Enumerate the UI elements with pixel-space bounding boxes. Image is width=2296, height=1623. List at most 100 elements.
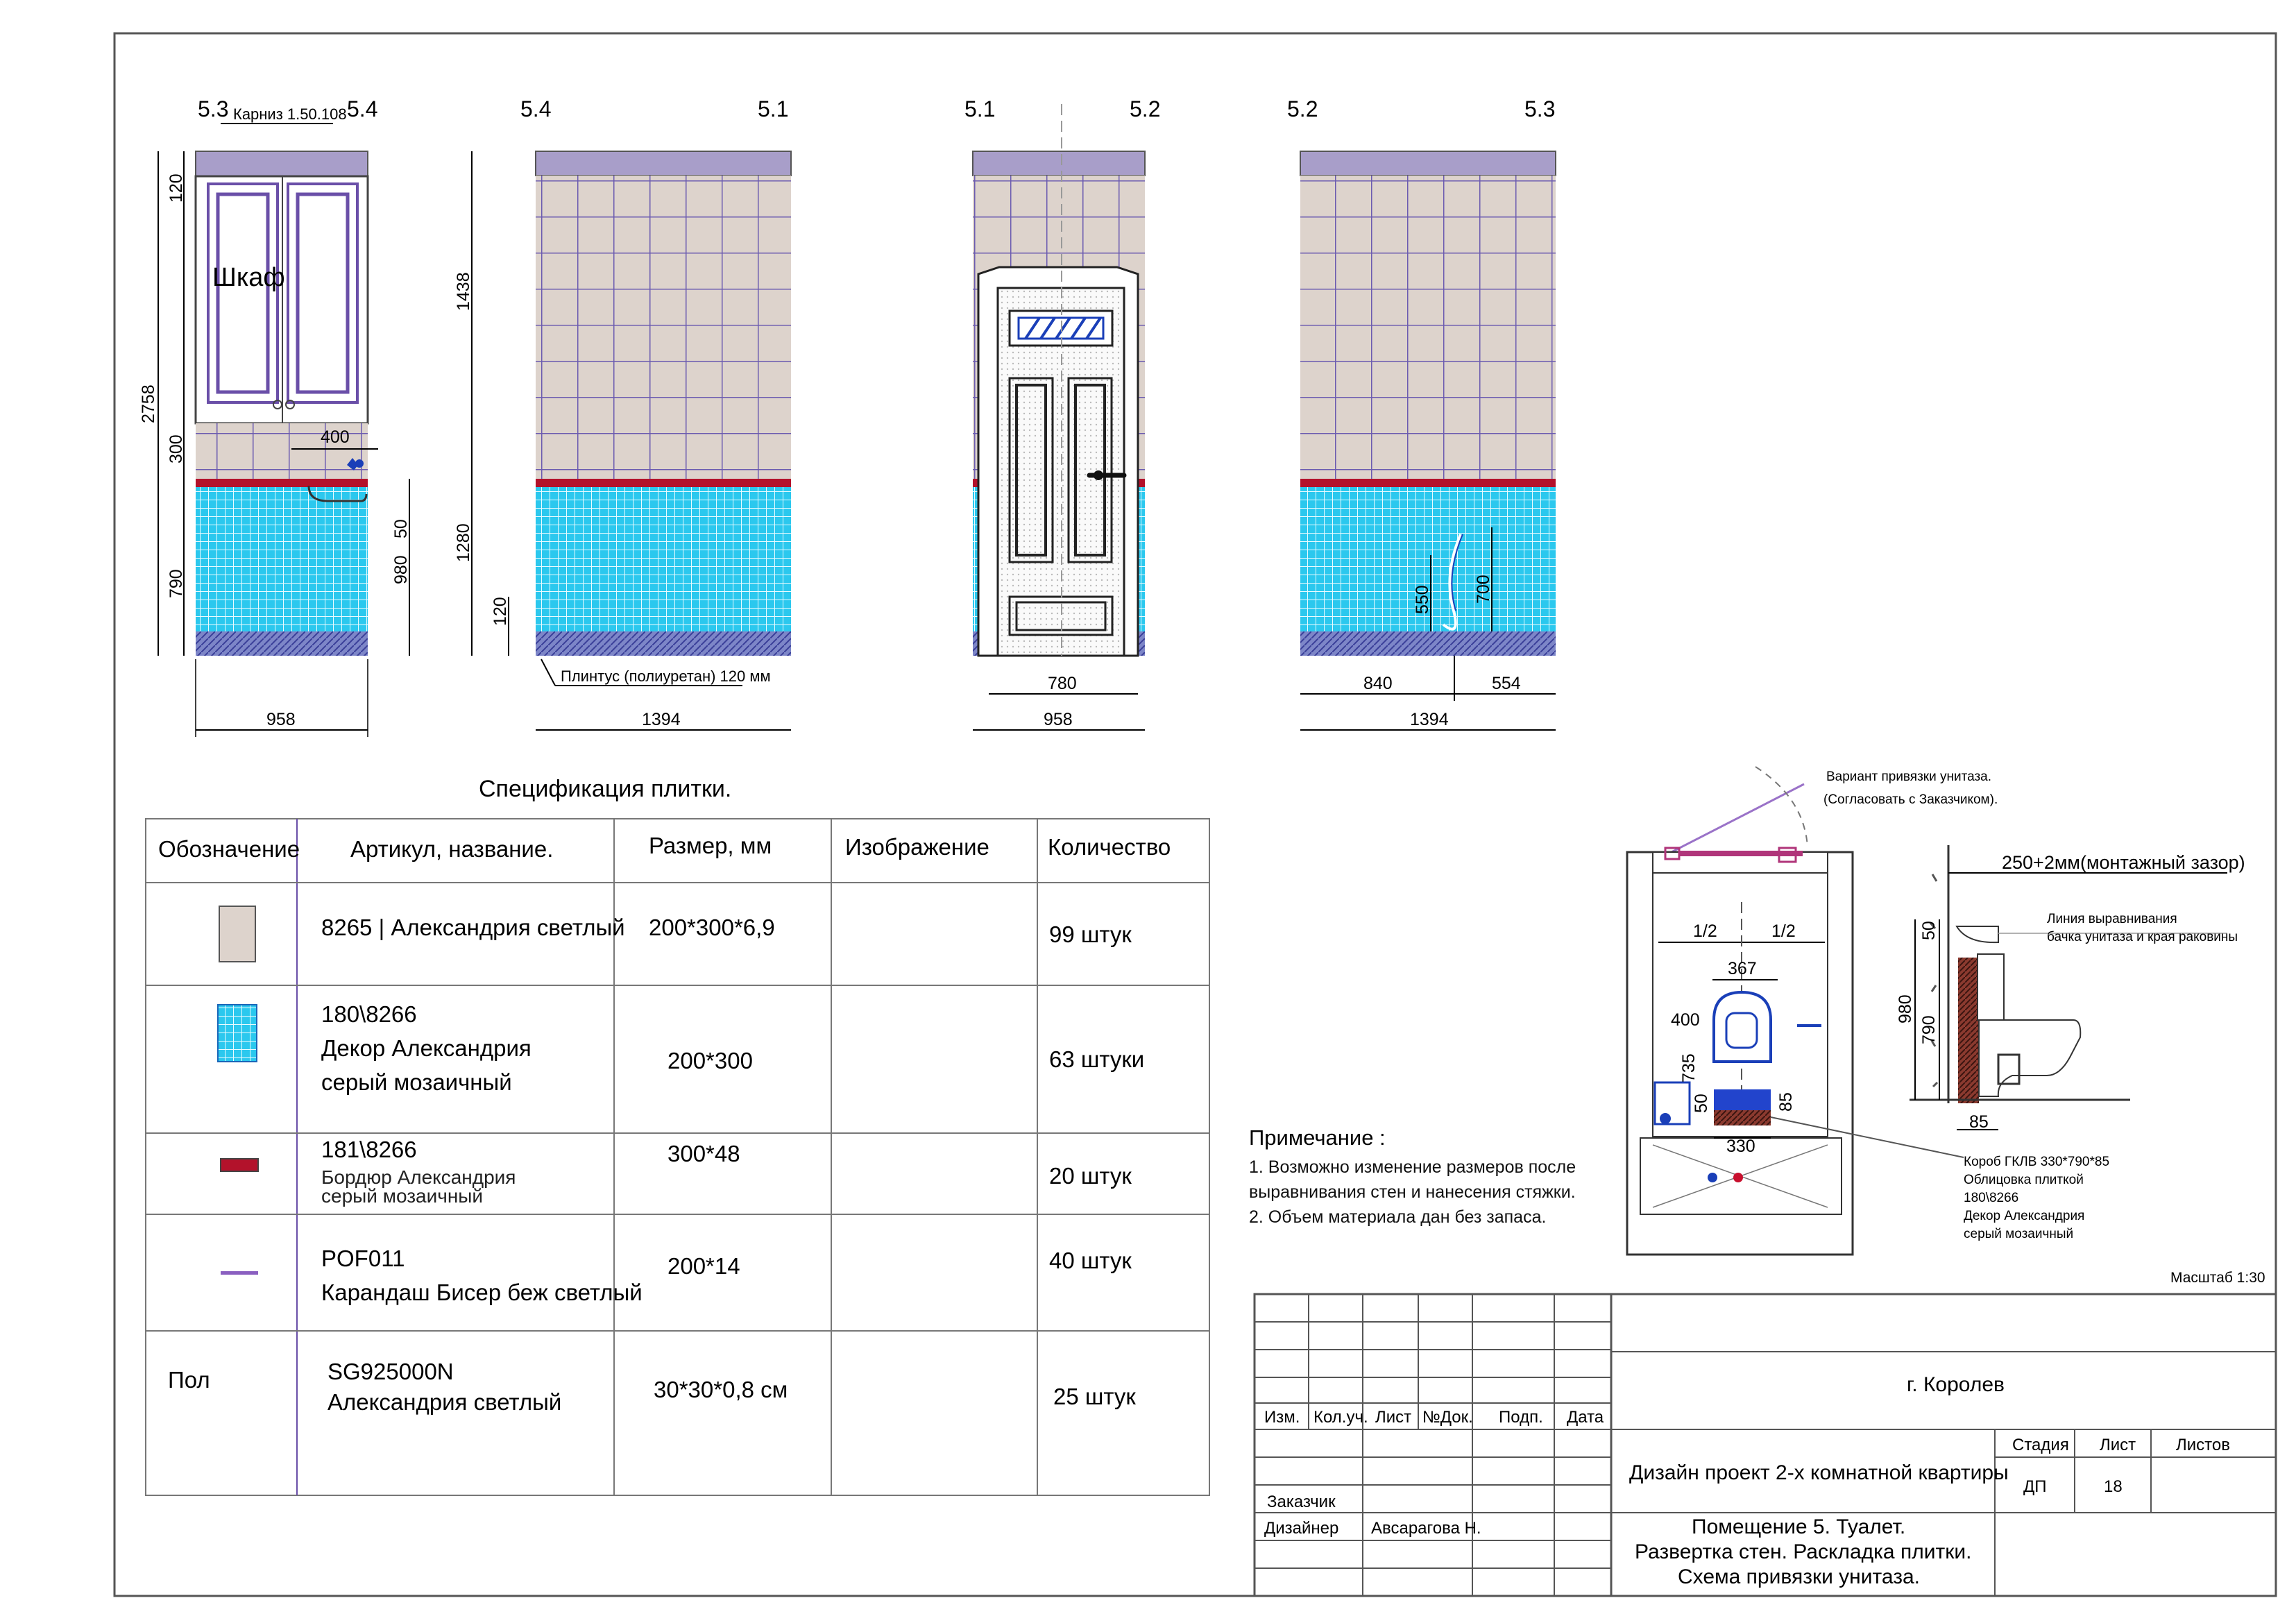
dim-1280: 1280 [454, 523, 473, 562]
dim-840: 840 [1363, 674, 1393, 693]
spec-header: Обозначение [158, 836, 300, 862]
title-block: г. Королев Изм. Кол.уч. Лист №Док. Подп.… [1253, 1293, 2277, 1597]
spec-size: 300*48 [667, 1141, 740, 1166]
gap-label: 250+2мм(монтажный зазор) [2002, 852, 2245, 873]
spec-name: 180\8266 [321, 1001, 417, 1027]
dim-120: 120 [491, 597, 510, 626]
dim-554: 554 [1492, 674, 1521, 693]
designer-label: Дизайнер [1264, 1519, 1338, 1538]
sheet-header: Лист [2100, 1436, 2136, 1454]
dim-790: 790 [1919, 1015, 1939, 1044]
note-block: Примечание : 1. Возможно изменение разме… [1249, 1125, 1576, 1227]
spec-size: 200*300*6,9 [649, 915, 775, 940]
spec-name: SG925000N [328, 1359, 454, 1384]
dim-400: 400 [321, 427, 350, 447]
scale-label: Масштаб 1:30 [2170, 1270, 2265, 1286]
dim-400: 400 [1671, 1010, 1700, 1030]
spec-qty: 63 штуки [1049, 1046, 1144, 1072]
wall-marker: 5.4 [520, 96, 551, 121]
col-list: Лист [1375, 1408, 1411, 1427]
note-line: 2. Объем материала дан без запаса. [1249, 1207, 1546, 1227]
plan-title: (Согласовать с Заказчиком). [1823, 792, 1998, 807]
spec-header: Артикул, название. [350, 836, 553, 862]
dim-120: 120 [167, 173, 186, 203]
dim-780: 780 [1048, 674, 1077, 693]
dim-958: 958 [1044, 710, 1073, 729]
elevation-wall-5-2-5-3: 5.2 5.3 550 700 840 554 1394 [1287, 96, 1556, 731]
box-note: Короб ГКЛВ 330*790*85 [1964, 1155, 2109, 1169]
spec-size: 200*14 [667, 1253, 740, 1279]
spec-size: 200*300 [667, 1048, 753, 1073]
description: Помещение 5. Туалет. [1692, 1515, 1905, 1538]
spec-title: Спецификация плитки. [479, 776, 731, 802]
col-podp: Подп. [1499, 1408, 1543, 1427]
box-note: Декор Александрия [1964, 1209, 2084, 1223]
description: Развертка стен. Раскладка плитки. [1635, 1540, 1971, 1563]
dim-half: 1/2 [1771, 921, 1796, 941]
toilet-section: 250+2мм(монтажный зазор) 50 980 790 85 Л… [1770, 845, 2265, 1286]
note-title: Примечание : [1249, 1125, 1386, 1150]
spec-name: POF011 [321, 1246, 405, 1271]
baseboard-label: Плинтус (полиуретан) 120 мм [561, 668, 771, 685]
dim-980: 980 [1896, 994, 1915, 1023]
toilet-bowl [1712, 990, 1772, 1063]
dim-550: 550 [1413, 585, 1432, 614]
col-doc: №Док. [1422, 1408, 1473, 1427]
wall-marker: 5.2 [1130, 96, 1160, 121]
dim-half: 1/2 [1693, 921, 1717, 941]
spec-name: Александрия светлый [328, 1389, 561, 1415]
spec-name: 8265 | Александрия светлый [321, 915, 625, 940]
description: Схема привязки унитаза. [1678, 1565, 1920, 1588]
mosaic-tile-swatch [217, 1004, 257, 1062]
dim-50: 50 [1692, 1094, 1711, 1113]
dim-367: 367 [1728, 959, 1757, 978]
plan-title: Вариант привязки унитаза. [1826, 770, 1991, 784]
toilet-plan: Вариант привязки унитаза. (Согласовать с… [1626, 766, 1998, 1256]
elevation-wall-5-3-5-4: 5.3 5.4 Карниз 1.50.108 Шкаф 120 2758 30… [139, 96, 473, 737]
designer-name: Авсарагова Н. [1371, 1519, 1481, 1538]
sheets-header: Листов [2176, 1436, 2230, 1454]
dim-300: 300 [167, 434, 186, 464]
spec-header: Изображение [845, 834, 989, 860]
spec-symbol: Пол [168, 1367, 210, 1393]
spec-qty: 40 штук [1049, 1248, 1132, 1273]
dim-1438: 1438 [454, 272, 473, 311]
dim-790: 790 [167, 569, 186, 598]
wall-marker: 5.3 [1524, 96, 1555, 121]
spec-name: 181\8266 [321, 1137, 417, 1162]
col-kol: Кол.уч. [1313, 1408, 1368, 1427]
spec-name: Бордюр Александрия [321, 1166, 516, 1188]
box-note: 180\8266 [1964, 1191, 2018, 1205]
project-name: Дизайн проект 2-х комнатной квартиры [1629, 1461, 2009, 1484]
note-line: 1. Возможно изменение размеров после [1249, 1157, 1576, 1177]
wall-marker: 5.4 [347, 96, 377, 121]
stage-value: ДП [2023, 1477, 2047, 1496]
sheet-number: 18 [2104, 1477, 2123, 1496]
spec-name: серый мозаичный [321, 1185, 483, 1207]
col-date: Дата [1567, 1408, 1604, 1427]
dim-958: 958 [266, 710, 296, 729]
dim-85: 85 [1969, 1112, 1989, 1132]
dim-50: 50 [1919, 921, 1939, 940]
pencil-tile-swatch [221, 1271, 258, 1275]
level-label: Линия выравнивания [2047, 912, 2177, 926]
tile-specification: Спецификация плитки. Обозначение Артикул… [145, 776, 1210, 1496]
col-izm: Изм. [1264, 1408, 1300, 1427]
cornice-label: Карниз 1.50.108 [233, 105, 347, 123]
wall-tile-swatch [219, 906, 256, 962]
spec-header: Количество [1048, 834, 1171, 860]
wall-marker: 5.2 [1287, 96, 1318, 121]
dim-980: 980 [391, 555, 411, 584]
wall-marker: 5.1 [758, 96, 788, 121]
dim-735: 735 [1679, 1053, 1699, 1082]
spec-qty: 99 штук [1049, 921, 1132, 947]
elevation-wall-5-4-5-1: 5.4 5.1 120 Плинтус (полиуретан) 120 мм … [491, 96, 792, 731]
elevation-wall-5-1-5-2: 5.1 5.2 780 958 [964, 96, 1160, 731]
spec-name: Декор Александрия [321, 1035, 532, 1061]
box-note: Облицовка плиткой [1964, 1173, 2084, 1187]
cabinet-label: Шкаф [212, 263, 285, 292]
dim-85: 85 [1776, 1092, 1796, 1112]
level-label: бачка унитаза и края раковины [2047, 930, 2238, 944]
box-note: серый мозаичный [1964, 1227, 2073, 1241]
